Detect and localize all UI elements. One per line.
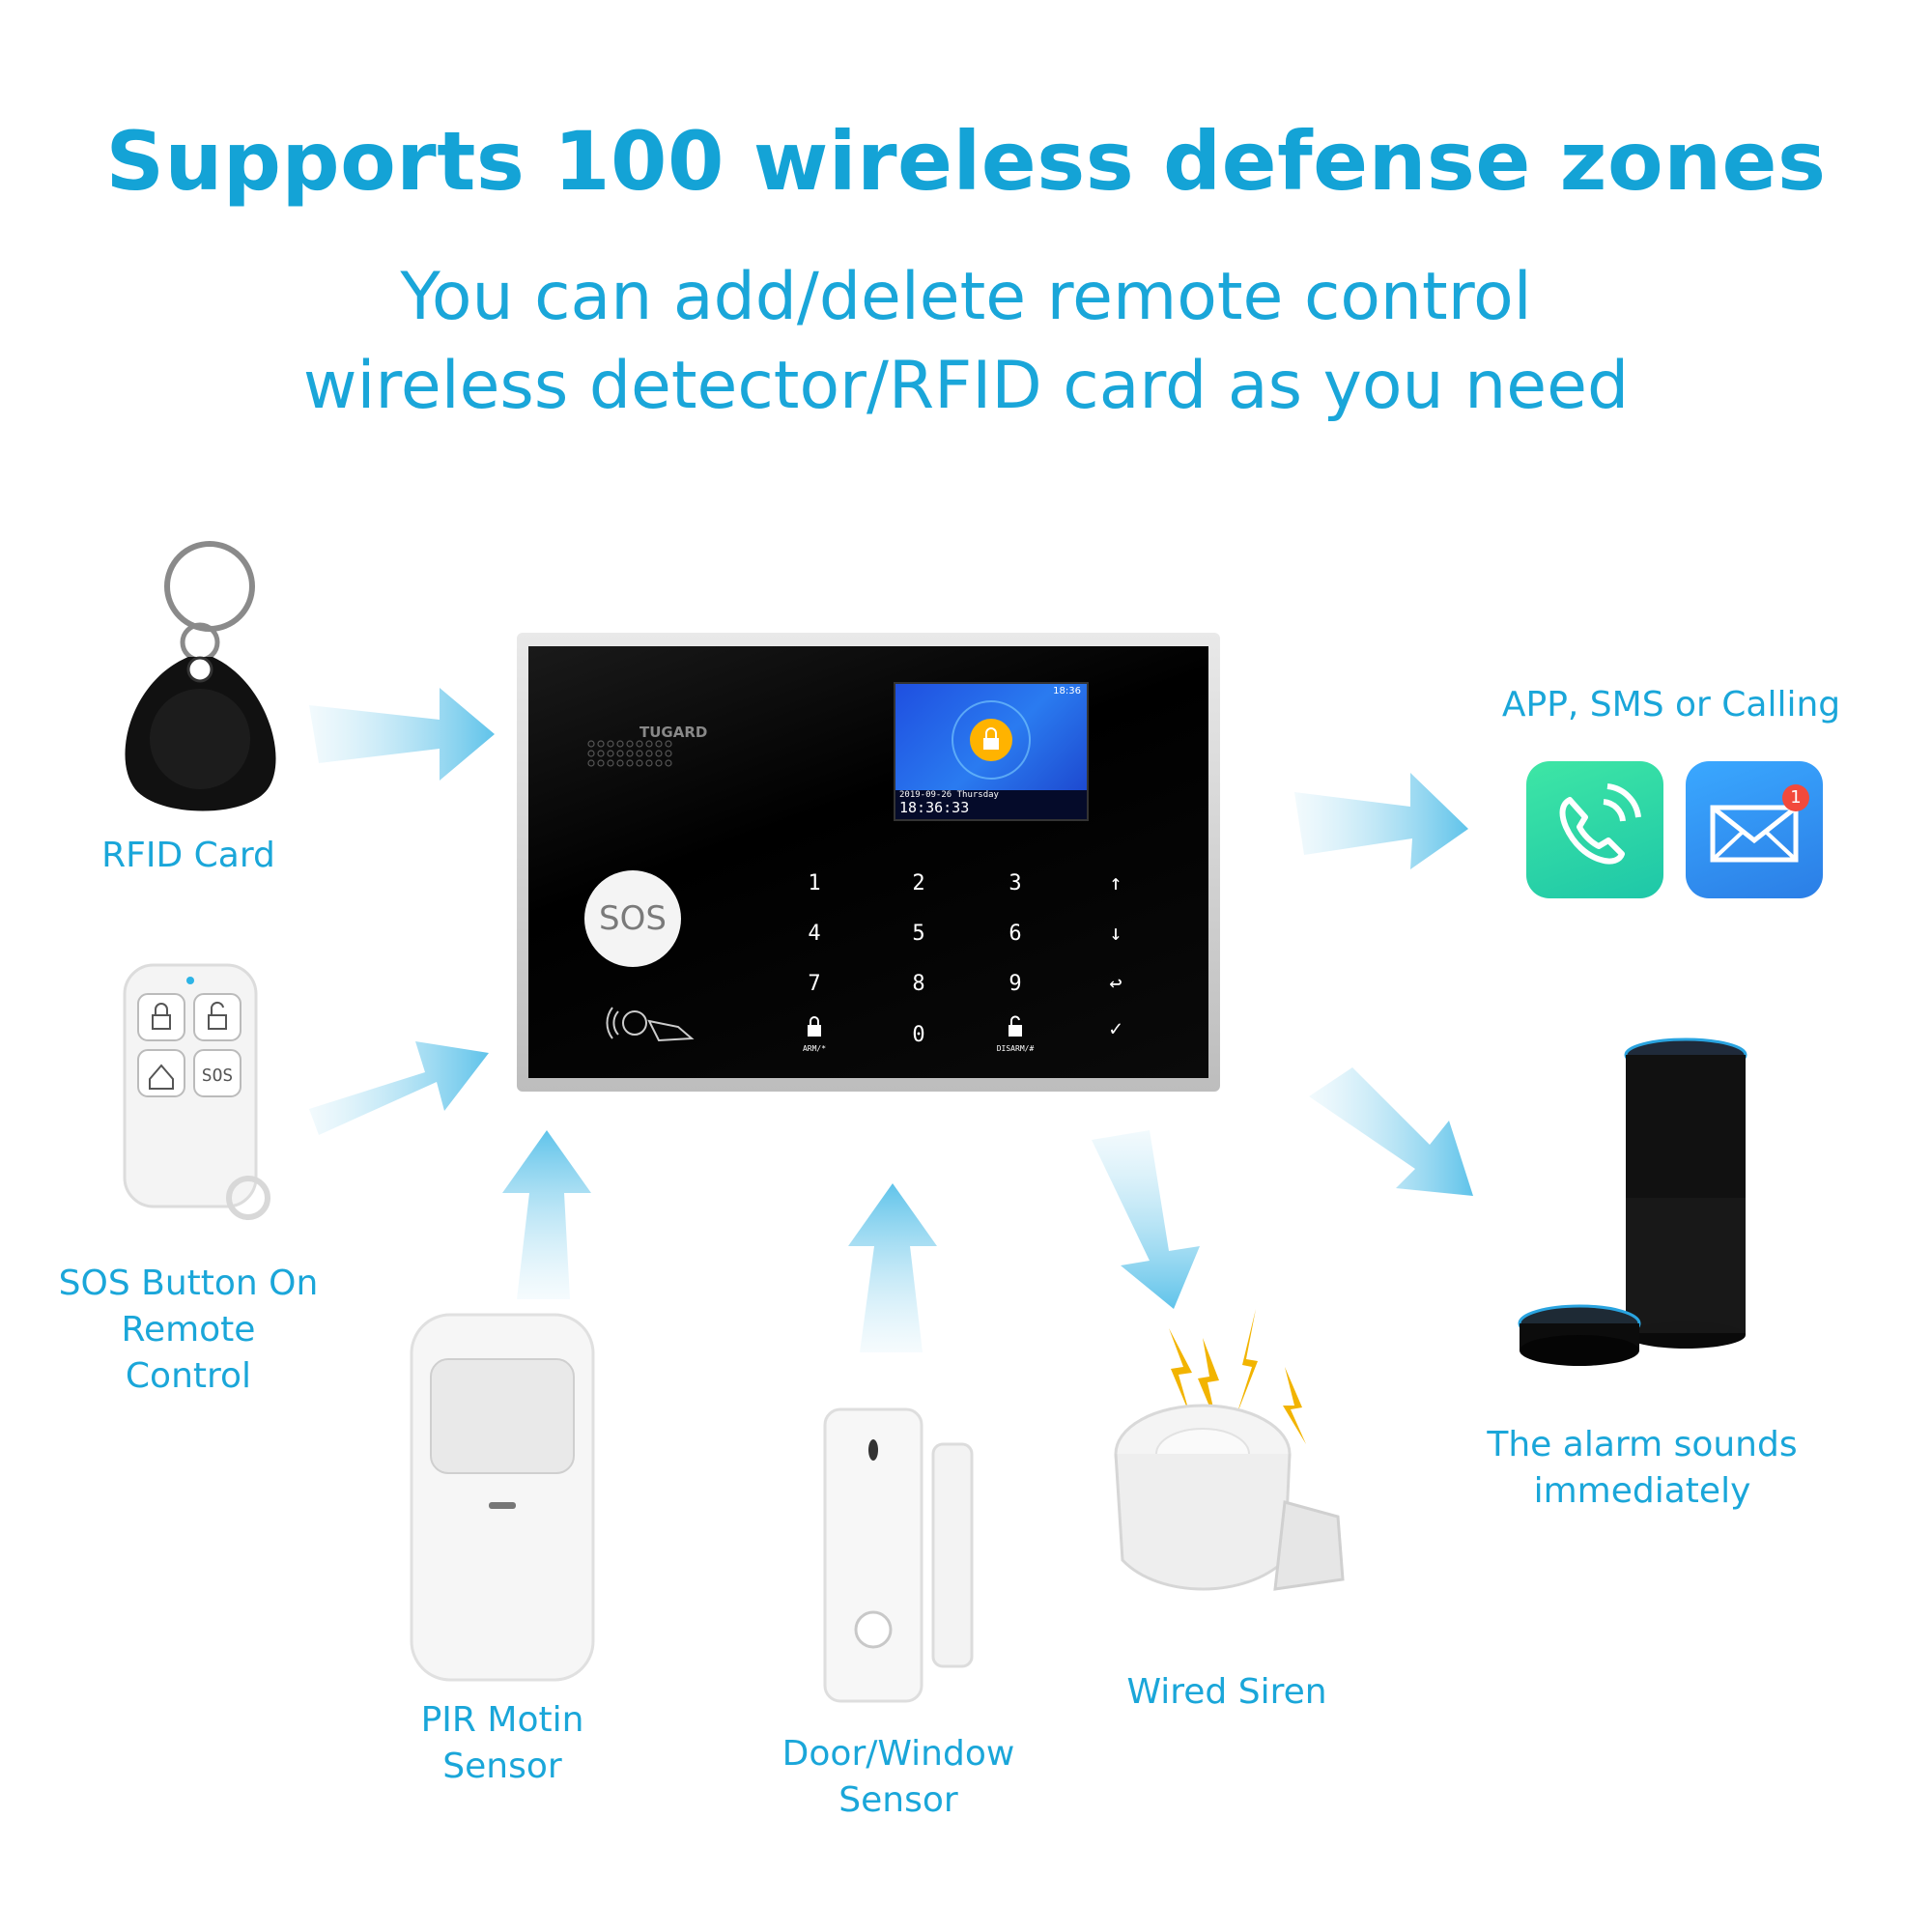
call-app-tile — [1526, 761, 1663, 898]
label-rfid-card: RFID Card — [101, 836, 275, 875]
disarm-label: DISARM/# — [996, 1044, 1035, 1053]
speaker-grille — [587, 740, 672, 767]
mail-badge: 1 — [1782, 784, 1809, 811]
key-confirm[interactable]: ✓ — [1109, 1017, 1122, 1041]
alarm-hub: TUGARD 18:36 2019-09-26 Thursday 18:36:3… — [517, 633, 1220, 1092]
subtitle-line-1: You can add/delete remote control — [400, 259, 1532, 335]
rfid-reader-icon — [606, 1007, 695, 1042]
key-1[interactable]: 1 — [808, 871, 821, 895]
arrow-rfid — [309, 688, 495, 781]
label-wired-siren: Wired Siren — [1126, 1672, 1327, 1712]
arrow-door — [848, 1183, 937, 1352]
screen-date: 2019-09-26 Thursday — [899, 790, 999, 800]
key-back[interactable]: ↩ — [1109, 972, 1122, 996]
arrow-siren — [1092, 1130, 1200, 1309]
arrow-pir — [502, 1130, 591, 1299]
phone-icon — [1559, 783, 1641, 865]
pir-sensor-image — [410, 1313, 595, 1682]
key-disarm[interactable]: DISARM/# — [996, 1015, 1035, 1053]
key-8[interactable]: 8 — [912, 972, 925, 996]
hub-brand: TUGARD — [639, 724, 708, 741]
door-window-sensor-image — [823, 1407, 974, 1703]
arrow-speaker — [1309, 1067, 1473, 1196]
key-up[interactable]: ↑ — [1109, 871, 1122, 895]
mail-app-tile: 1 — [1686, 761, 1823, 898]
label-door-window: Door/Window Sensor — [781, 1734, 1015, 1820]
arrow-app — [1294, 773, 1468, 869]
label-sos-line-2: Remote Control — [121, 1310, 256, 1396]
screen-time: 18:36:33 — [899, 799, 970, 816]
svg-text:SOS: SOS — [202, 1065, 234, 1086]
unlock-icon — [1009, 1015, 1022, 1037]
key-arm[interactable]: ARM/* — [795, 1015, 834, 1053]
label-app-sms: APP, SMS or Calling — [1501, 685, 1841, 724]
key-4[interactable]: 4 — [808, 922, 821, 946]
mail-icon — [1710, 805, 1799, 863]
hub-sos-button[interactable]: SOS — [584, 870, 681, 967]
arm-label: ARM/* — [802, 1044, 827, 1053]
key-6[interactable]: 6 — [1009, 922, 1022, 946]
key-3[interactable]: 3 — [1009, 871, 1022, 895]
label-sos-line-1: SOS Button On — [58, 1264, 319, 1303]
remote-control-image: SOS — [123, 963, 270, 1220]
lock-icon — [808, 1016, 821, 1037]
key-2[interactable]: 2 — [912, 871, 925, 895]
label-pir: PIR Motin Sensor — [420, 1700, 584, 1786]
arrow-remote — [309, 1041, 489, 1135]
hub-screen: 18:36 2019-09-26 Thursday 18:36:33 — [894, 682, 1089, 821]
wired-siren-image — [1114, 1309, 1345, 1591]
key-0[interactable]: 0 — [912, 1023, 925, 1047]
key-5[interactable]: 5 — [912, 922, 925, 946]
screen-status-time: 18:36 — [1053, 686, 1081, 696]
label-alarm-sounds: The alarm sounds immediately — [1487, 1425, 1798, 1511]
headline: Supports 100 wireless defense zones — [105, 114, 1827, 209]
hub-panel: TUGARD 18:36 2019-09-26 Thursday 18:36:3… — [528, 646, 1208, 1078]
key-down[interactable]: ↓ — [1109, 922, 1122, 946]
subtitle-line-2: wireless detector/RFID card as you need — [302, 348, 1630, 424]
screen-lock-graphic — [952, 700, 1031, 780]
key-7[interactable]: 7 — [808, 972, 821, 996]
rfid-card-image — [125, 541, 276, 811]
smart-speaker-image — [1518, 1037, 1747, 1366]
key-9[interactable]: 9 — [1009, 972, 1022, 996]
screen-clock: 2019-09-26 Thursday 18:36:33 — [895, 790, 1087, 819]
